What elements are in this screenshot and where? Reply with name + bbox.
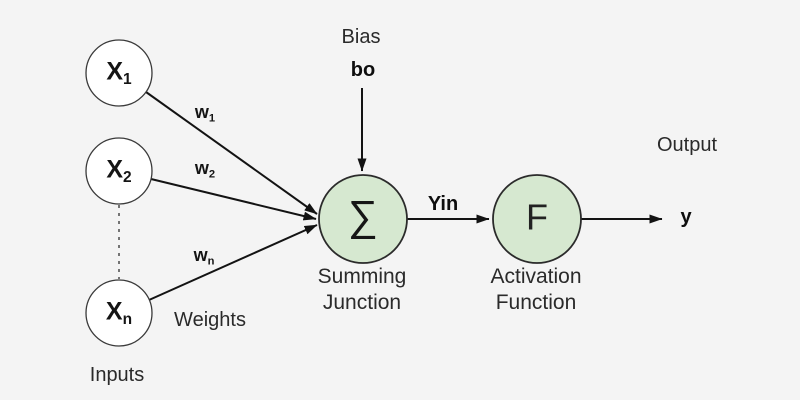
input-node-x2 xyxy=(85,137,153,205)
inputs-group-label: Inputs xyxy=(89,364,145,386)
activation-function-node xyxy=(492,174,582,264)
input-label-x2: X2 xyxy=(106,154,131,187)
input-label-x1-sub: 1 xyxy=(123,71,132,89)
net-input-label: Yin xyxy=(427,193,459,215)
input-node-xn xyxy=(85,279,153,347)
weights-group-label: Weights xyxy=(174,309,246,331)
input-label-xn: Xn xyxy=(106,296,132,329)
edge-wn xyxy=(148,224,318,301)
activation-symbol: F xyxy=(526,196,548,238)
output-label: Output xyxy=(656,134,718,156)
edge-w1 xyxy=(145,91,318,215)
sigma-symbol: ∑ xyxy=(348,191,378,239)
bias-symbol: bo xyxy=(350,59,376,81)
summing-junction-node xyxy=(318,174,408,264)
activation-function-caption-line2: Function xyxy=(495,291,577,314)
weight-label-w1-base: w xyxy=(194,102,209,123)
weight-label-w2-sub: 2 xyxy=(208,168,216,181)
weight-label-wn-sub: n xyxy=(207,255,215,268)
weight-label-wn-base: w xyxy=(193,245,208,266)
input-label-x2-sub: 2 xyxy=(123,169,132,187)
activation-function-caption-line1: Activation xyxy=(490,265,582,288)
input-label-xn-base: X xyxy=(105,297,123,326)
output-symbol: y xyxy=(680,206,692,228)
input-label-x2-base: X xyxy=(106,155,124,184)
weight-label-w1: w1 xyxy=(195,102,215,126)
weight-label-w1-sub: 1 xyxy=(208,112,216,125)
summing-junction-caption-line1: Summing xyxy=(317,265,407,288)
input-label-xn-sub: n xyxy=(122,311,133,329)
activation-function-caption: Activation Function xyxy=(490,264,581,316)
input-label-x1: X1 xyxy=(106,56,131,89)
summing-junction-caption: Summing Junction xyxy=(318,264,407,316)
input-label-x1-base: X xyxy=(106,57,124,86)
edge-w2 xyxy=(150,178,317,221)
input-node-x1 xyxy=(85,39,153,107)
weight-label-w2: w2 xyxy=(195,158,215,182)
bias-label: Bias xyxy=(341,26,381,48)
weight-label-w2-base: w xyxy=(194,158,209,179)
summing-junction-caption-line2: Junction xyxy=(322,291,402,314)
weight-label-wn: wn xyxy=(194,245,215,269)
